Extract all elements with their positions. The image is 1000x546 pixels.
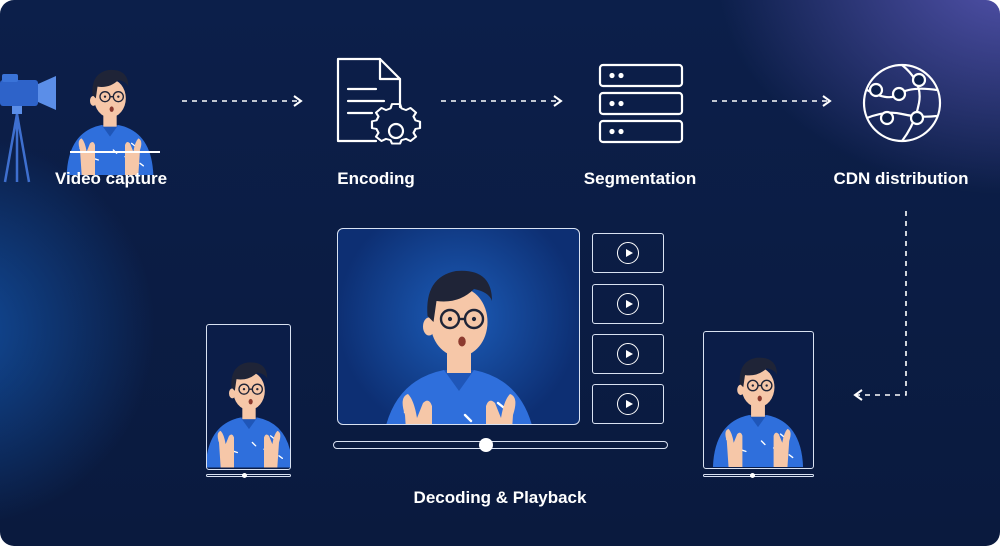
camera-icon [0,70,56,186]
network-globe-icon [859,60,945,146]
stage-label-segmentation: Segmentation [583,169,697,188]
presenter-illustration [706,336,810,468]
progress-bar[interactable] [333,441,668,449]
mobile-progress-handle[interactable] [242,473,247,478]
arrow-encoding-to-segmentation [441,95,563,107]
tablet-progress-bar[interactable] [703,474,814,477]
playlist-thumbnail[interactable] [592,233,664,273]
play-icon [617,293,639,315]
tablet-device-player[interactable] [703,331,814,469]
stage-label-video-capture: Video capture [54,169,168,188]
mobile-device-player[interactable] [206,324,291,470]
progress-handle[interactable] [479,438,493,452]
presenter-illustration [207,339,290,469]
stage-label-encoding: Encoding [337,169,415,188]
presenter-illustration [369,235,549,424]
mobile-progress-bar[interactable] [206,474,291,477]
main-video-player[interactable] [337,228,580,425]
play-icon [617,343,639,365]
stage-label-decoding-playback: Decoding & Playback [413,488,587,507]
arrow-segmentation-to-cdn [712,95,832,107]
tablet-progress-handle[interactable] [750,473,755,478]
playlist-thumbnail[interactable] [592,334,664,374]
desk-line [70,151,160,153]
play-icon [617,393,639,415]
playlist-thumbnail[interactable] [592,284,664,324]
document-gear-icon [332,55,424,155]
arrow-cdn-to-playback [853,211,907,401]
play-icon [617,242,639,264]
stage-label-cdn-distribution: CDN distribution [833,169,969,188]
playlist-thumbnail[interactable] [592,384,664,424]
server-stack-icon [598,63,684,145]
arrow-capture-to-encoding [182,95,303,107]
